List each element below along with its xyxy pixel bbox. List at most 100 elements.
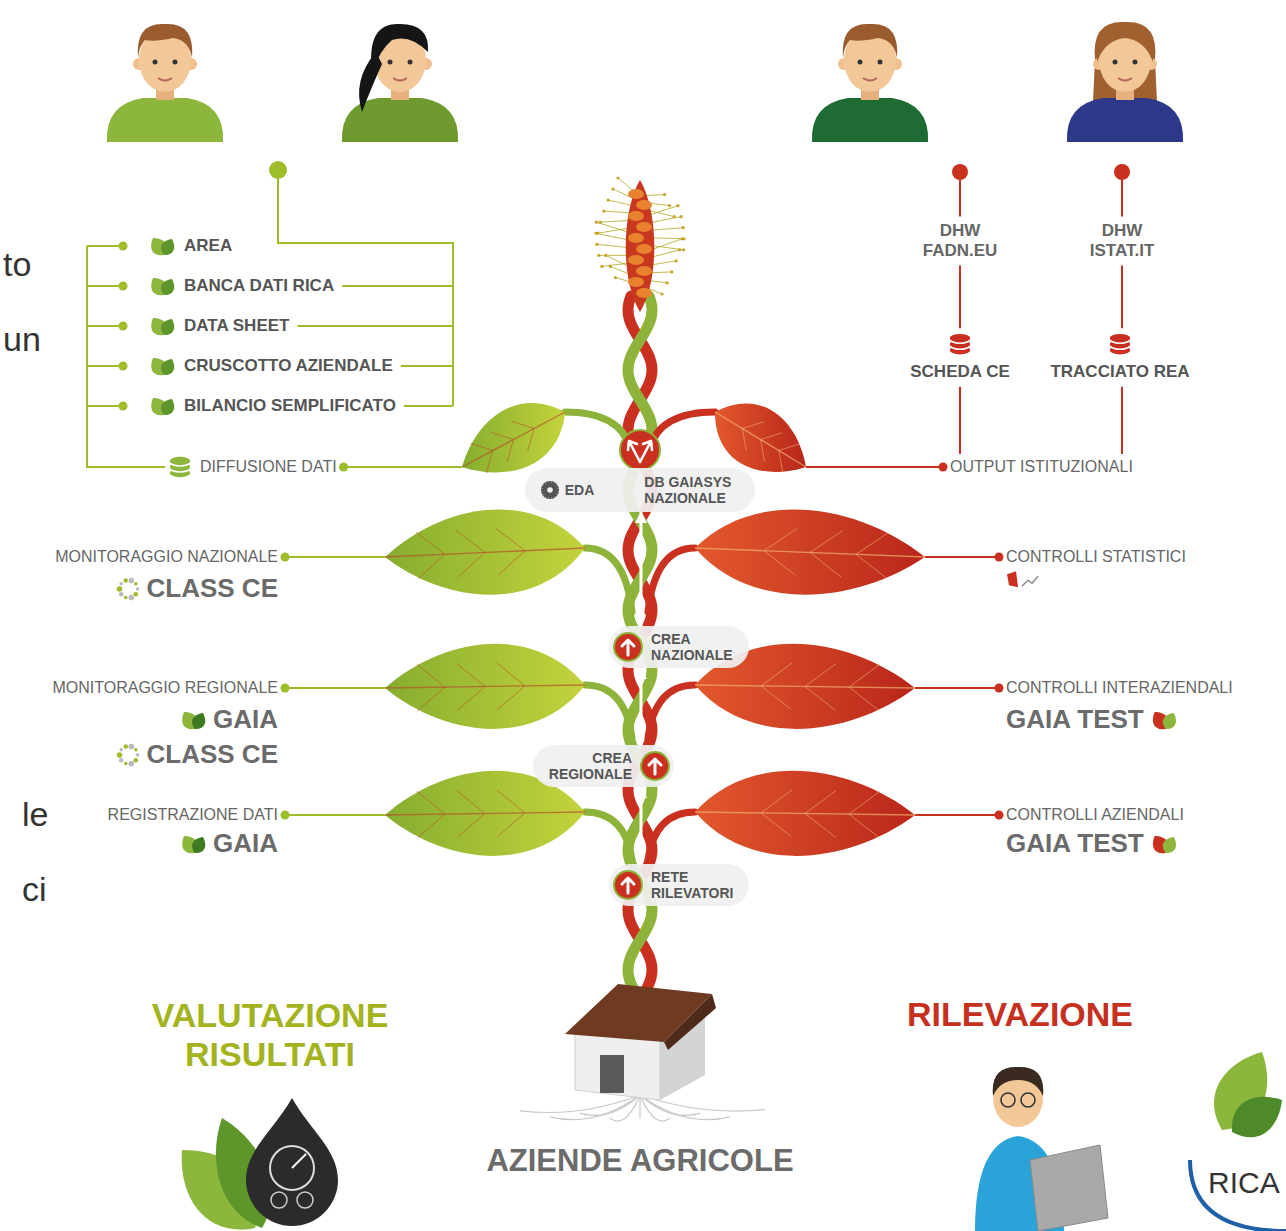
leaf [761, 433, 782, 440]
leaf [385, 509, 585, 594]
leaf [385, 644, 585, 729]
flower [682, 248, 685, 251]
leader-lines [297, 325, 453, 327]
leader-lines [1121, 266, 1123, 329]
gear-icon [541, 481, 559, 499]
section-label: CONTROLLI AZIENDALI [1006, 806, 1184, 824]
flower [645, 195, 665, 196]
leaf [585, 548, 632, 612]
leaf [715, 403, 806, 471]
class-ce-icon [136, 587, 140, 591]
flower [611, 187, 614, 190]
tree-lines [87, 245, 121, 247]
leaf [849, 791, 880, 814]
stage-name: RETE RILEVATORI [651, 869, 733, 901]
leaf [417, 814, 445, 838]
class-ce-icon [129, 578, 135, 584]
leaf [648, 771, 915, 860]
class-ce-icon [129, 595, 135, 601]
person-icon [843, 24, 898, 58]
evaluation-logo [297, 1192, 313, 1208]
leaf-icon [192, 837, 205, 853]
rica-logo [1232, 1097, 1282, 1137]
flower [681, 237, 684, 240]
leaf-icon [1163, 837, 1176, 853]
person-icon [153, 60, 158, 65]
flower [663, 193, 666, 196]
output-target: DHW ISTAT.IT [1090, 221, 1155, 260]
leaf [385, 509, 632, 612]
leaf [462, 412, 565, 467]
tree-lines [87, 365, 121, 367]
flower [595, 221, 598, 224]
class-ce-icon [117, 744, 140, 767]
leader-lines [401, 365, 453, 367]
evaluation-logo [292, 1154, 306, 1168]
leader-lines [959, 266, 961, 329]
rica-logo [1190, 1160, 1286, 1231]
tool-name: GAIA [213, 829, 278, 859]
farm-house [664, 994, 716, 1050]
stage-name: EDA [565, 482, 595, 498]
flower [636, 222, 652, 232]
tree-lines [1114, 164, 1130, 180]
evaluation-logo [182, 1098, 338, 1230]
class-ce-icon [119, 758, 124, 763]
surveyor-figure [1030, 1145, 1108, 1231]
flower [597, 254, 600, 257]
leader-lines [995, 684, 1004, 693]
leader-lines [344, 466, 462, 468]
flow-arrow-symbol [614, 633, 642, 661]
leaf-icon [161, 359, 174, 375]
stage-pill: CREA NAZIONALE [609, 626, 749, 668]
leaf [856, 554, 887, 579]
leaf [764, 529, 797, 551]
leaf [648, 685, 695, 738]
leaf [512, 421, 534, 428]
class-ce-icon [123, 578, 128, 583]
leaf [695, 771, 915, 856]
leader-lines [285, 814, 385, 816]
person-icon [878, 60, 883, 65]
leaf-icon [151, 278, 174, 295]
class-ce-icon [124, 762, 128, 766]
leaf [810, 530, 843, 552]
leaf-icon [151, 398, 174, 415]
class-ce-icon [136, 753, 140, 757]
flow-arrow-symbol [640, 751, 670, 781]
tree-lines [87, 405, 121, 407]
leaf [761, 663, 792, 686]
stage-pill: EDADB GAIASYS NAZIONALE [525, 468, 756, 512]
section-label: CONTROLLI STATISTICI [1006, 548, 1186, 566]
leaf [742, 429, 746, 451]
leaf [761, 440, 765, 462]
leaf [761, 686, 791, 710]
person-icon [173, 60, 178, 65]
class-ce-icon [124, 596, 128, 600]
flower [670, 270, 673, 273]
flower [628, 189, 644, 199]
output-format: TRACCIATO REA [1050, 362, 1189, 382]
farm-house [520, 1095, 640, 1113]
flower [616, 176, 619, 179]
farm-house [520, 984, 765, 1121]
class-ce-icon [129, 761, 135, 767]
class-ce-icon [117, 578, 140, 601]
leaf [418, 554, 445, 579]
database-icon [949, 333, 971, 355]
flower [614, 276, 617, 279]
person-icon [812, 98, 928, 142]
leader-lines [281, 811, 290, 820]
product-item: BANCA DATI RICA [184, 276, 334, 296]
leaf [695, 509, 925, 594]
surveyor-figure [993, 1067, 1044, 1096]
statistics-icon [1022, 576, 1038, 586]
tree-lines [269, 161, 287, 179]
leaf [456, 530, 485, 552]
leaf [498, 551, 525, 576]
flow-connector [640, 512, 643, 626]
leader-lines [915, 687, 999, 689]
leaf [457, 791, 485, 814]
leaf [457, 814, 485, 838]
person-icon [107, 98, 223, 142]
